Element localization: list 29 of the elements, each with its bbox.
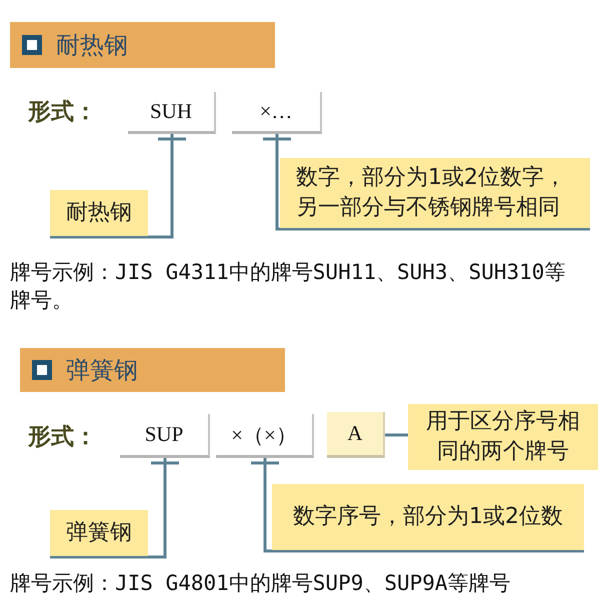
note-text: 数字，部分为1或2位数字，另一部分与不锈钢牌号相同 <box>296 164 567 222</box>
example-text: 牌号示例：JIS G4801中的牌号SUP9、SUP9A等牌号 <box>10 570 512 597</box>
form-label: 形式： <box>28 423 97 452</box>
note-text: 耐热钢 <box>66 199 132 228</box>
grade-code: A <box>347 421 363 446</box>
header-band <box>10 22 275 68</box>
note-text: 数字序号，部分为1或2位数 <box>293 503 563 532</box>
leader-line <box>48 132 188 238</box>
form-label: 形式： <box>28 98 97 127</box>
note-text: 用于区分序号相同的两个牌号 <box>425 408 581 466</box>
leader-line <box>250 456 586 552</box>
section-heading: 耐热钢 <box>56 30 128 61</box>
leader-line <box>262 132 592 230</box>
grade-code: ×（×） <box>231 422 297 448</box>
note-box <box>272 484 584 550</box>
section-heading: 弹簧钢 <box>66 355 138 386</box>
grade-code: SUH <box>150 99 192 124</box>
connector-line <box>385 434 408 436</box>
grade-code: ×… <box>260 99 292 124</box>
note-text: 弹簧钢 <box>66 519 132 548</box>
note-box <box>280 158 590 228</box>
note-box <box>50 510 148 556</box>
code-box <box>327 412 385 458</box>
grade-code: SUP <box>144 422 184 447</box>
header-band <box>20 348 285 392</box>
leader-line <box>48 456 180 558</box>
note-box <box>408 404 598 470</box>
example-text: 牌号示例：JIS G4311中的牌号SUH11、SUH3、SUH310等牌号。 <box>10 259 566 314</box>
note-box <box>50 190 148 236</box>
